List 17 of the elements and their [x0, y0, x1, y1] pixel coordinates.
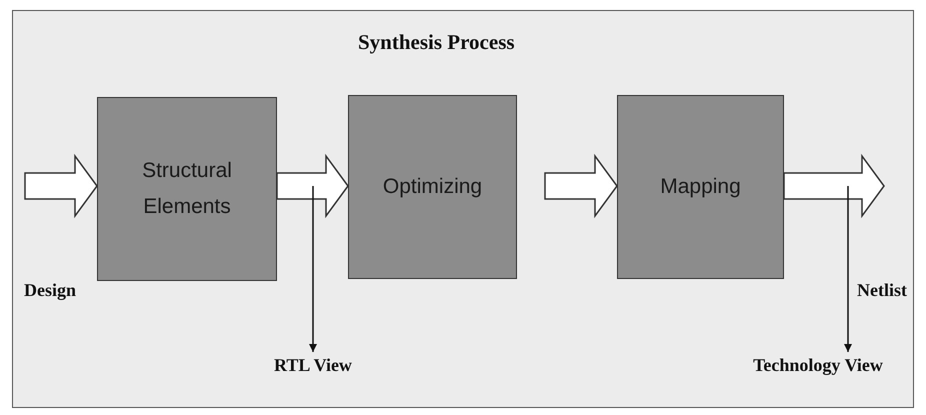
box-label: Optimizing — [382, 174, 484, 200]
block-arrow — [276, 154, 349, 218]
block-arrow — [783, 154, 885, 218]
block-arrow — [544, 154, 618, 218]
block-arrow — [24, 154, 98, 218]
label-text: RTL View — [274, 354, 352, 376]
diagram-title: Synthesis Process — [358, 30, 515, 55]
arrow — [309, 186, 317, 352]
box-label: Structural Elements — [141, 158, 233, 220]
box-label: Mapping — [659, 174, 742, 200]
label-text: Technology View — [753, 354, 883, 376]
process-box — [97, 97, 277, 281]
text-label: Netlist — [857, 280, 907, 301]
arrow — [844, 186, 852, 352]
text-label: Design — [24, 280, 76, 301]
process-box — [617, 95, 784, 279]
process-box — [348, 95, 517, 279]
